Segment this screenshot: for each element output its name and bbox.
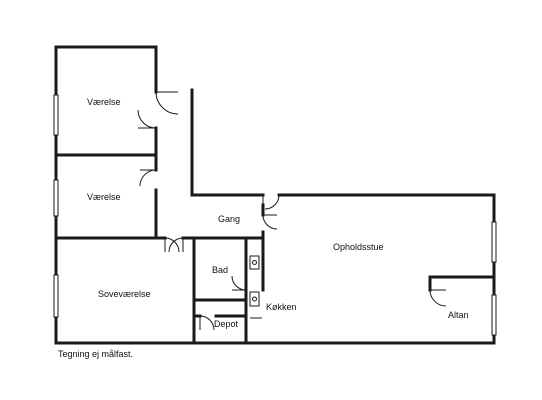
door-vaerelse-1 (155, 91, 179, 115)
door-koekken-entry (262, 194, 280, 210)
label-opholdsstue: Opholdsstue (333, 242, 384, 252)
door-depot (199, 315, 215, 331)
door-bad (231, 275, 247, 291)
window-opholdsstue (491, 221, 497, 263)
window-altan (491, 294, 497, 336)
room-labels: Værelse Værelse Soveværelse Gang Bad Dep… (87, 97, 469, 329)
window-vaerelse-2 (53, 179, 59, 217)
label-vaerelse-1: Værelse (87, 97, 121, 107)
door-vaerelse-2 (139, 169, 157, 187)
door-sovevaerelse (164, 237, 180, 253)
label-depot: Depot (214, 319, 239, 329)
door-vaerelse-1-b (137, 109, 157, 129)
label-altan: Altan (448, 310, 469, 320)
window-sovevaerelse (53, 274, 59, 318)
fixtures (249, 255, 262, 319)
door-altan (429, 289, 447, 307)
label-bad: Bad (212, 265, 228, 275)
door-opholdsstue (262, 214, 278, 230)
kitchen-sink (249, 291, 260, 307)
sink-bad (249, 255, 260, 270)
window-vaerelse-1 (53, 94, 59, 136)
label-gang: Gang (218, 214, 240, 224)
drawing-note: Tegning ej målfast. (58, 349, 133, 359)
label-sovevaerelse: Soveværelse (98, 289, 151, 299)
doors (137, 91, 447, 331)
sink-bad-drain (252, 260, 257, 265)
label-vaerelse-2: Værelse (87, 192, 121, 202)
kitchen-sink-drain (252, 296, 257, 302)
windows (53, 94, 497, 336)
label-koekken: Køkken (266, 302, 297, 312)
door-gang (168, 237, 184, 253)
